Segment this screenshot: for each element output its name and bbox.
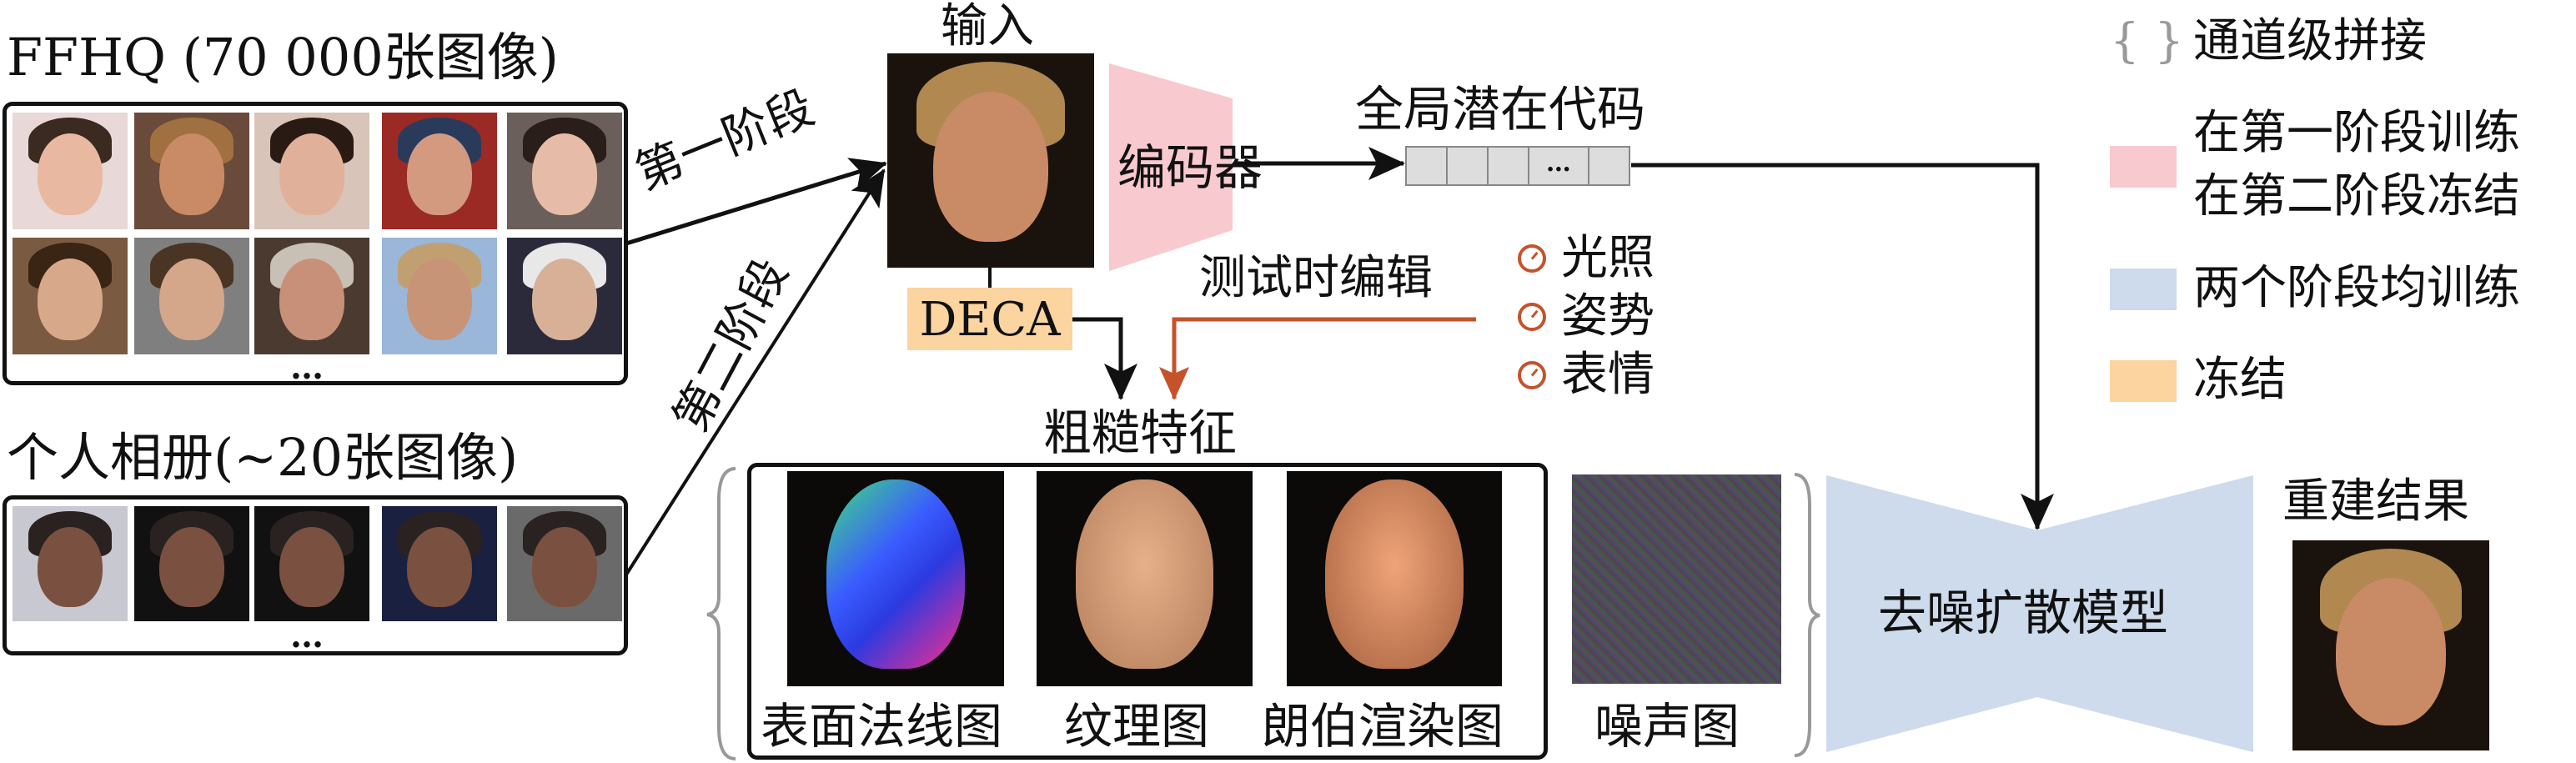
lambertian-render-image [1287,471,1502,686]
ffhq-title: FFHQ (70 000张图像) [7,27,559,88]
reconstruction-face-image [2292,540,2489,750]
legend-blue-label: 两个阶段均训练 [2193,261,2520,315]
stage2-arrow [625,168,886,576]
deca-to-coarse-arrow [1072,317,1137,400]
latent-code-vector: … [1405,146,1630,186]
album-box: … [3,495,628,655]
album-face-thumbnail [382,506,497,621]
coarse-item-lambertian: 朗伯渲染图 [1262,698,1504,755]
diffusion-model-label: 去噪扩散模型 [1878,585,2169,641]
input-label: 输入 [941,0,1034,53]
legend-pink-line1: 在第一阶段训练 [2193,106,2520,160]
legend-orange-swatch [2110,360,2177,402]
coarse-item-normal: 表面法线图 [761,698,1003,755]
concat-brace-icon: { } [2110,14,2185,68]
album-face-thumbnail [507,506,622,621]
album-face-thumbnail [13,506,128,621]
encoder-label: 编码器 [1117,139,1263,196]
legend-concat-label: 通道级拼接 [2193,14,2427,68]
coarse-features-title: 粗糙特征 [1043,404,1238,461]
ffhq-face-thumbnail [13,238,128,354]
album-face-thumbnail [254,506,369,621]
latent-to-diffusion-arrow [1631,163,2054,530]
dial-icon [1518,361,1546,389]
right-brace [1794,473,1820,757]
album-ellipsis: … [290,616,330,655]
coarse-item-texture: 纹理图 [1064,698,1210,755]
texture-image [1037,471,1253,686]
dial-icon [1518,244,1546,273]
dial-icon [1518,303,1546,331]
deca-module: DECA [907,288,1072,350]
edit-item-expression: 表情 [1561,348,1655,402]
ffhq-face-thumbnail [507,113,622,229]
ffhq-dataset-box: … [3,102,628,387]
encoder-shape [1109,63,1233,271]
edit-arrow [1159,317,1476,400]
stage1-arrow [625,158,887,246]
ffhq-face-thumbnail [382,238,497,354]
ffhq-face-thumbnail [254,113,369,229]
noise-label: 噪声图 [1594,698,1740,755]
album-title: 个人相册(~20张图像) [7,427,519,488]
noise-image [1572,474,1781,684]
latent-code-label: 全局潜在代码 [1355,81,1646,138]
legend-pink-swatch [2110,146,2177,188]
test-time-edit-label: 测试时编辑 [1199,251,1433,305]
album-face-thumbnail [134,506,249,621]
left-brace [706,467,736,760]
legend-blue-swatch [2110,269,2177,310]
ffhq-ellipsis: … [290,348,330,387]
ffhq-face-thumbnail [13,113,128,229]
ffhq-face-thumbnail [134,113,249,229]
diffusion-model-shape [1826,475,2253,752]
reconstruction-label: 重建结果 [2282,474,2469,529]
legend-orange-label: 冻结 [2193,353,2287,407]
ffhq-face-thumbnail [507,238,622,354]
edit-item-pose: 姿势 [1561,289,1655,344]
latent-ellipsis: … [1529,148,1590,184]
ffhq-face-thumbnail [254,238,369,354]
legend-pink-line2: 在第二阶段冻结 [2193,169,2520,223]
input-face-image [887,53,1094,268]
edit-item-lighting: 光照 [1561,231,1655,285]
surface-normal-image [787,471,1004,686]
ffhq-face-thumbnail [134,238,249,354]
ffhq-face-thumbnail [382,113,497,229]
